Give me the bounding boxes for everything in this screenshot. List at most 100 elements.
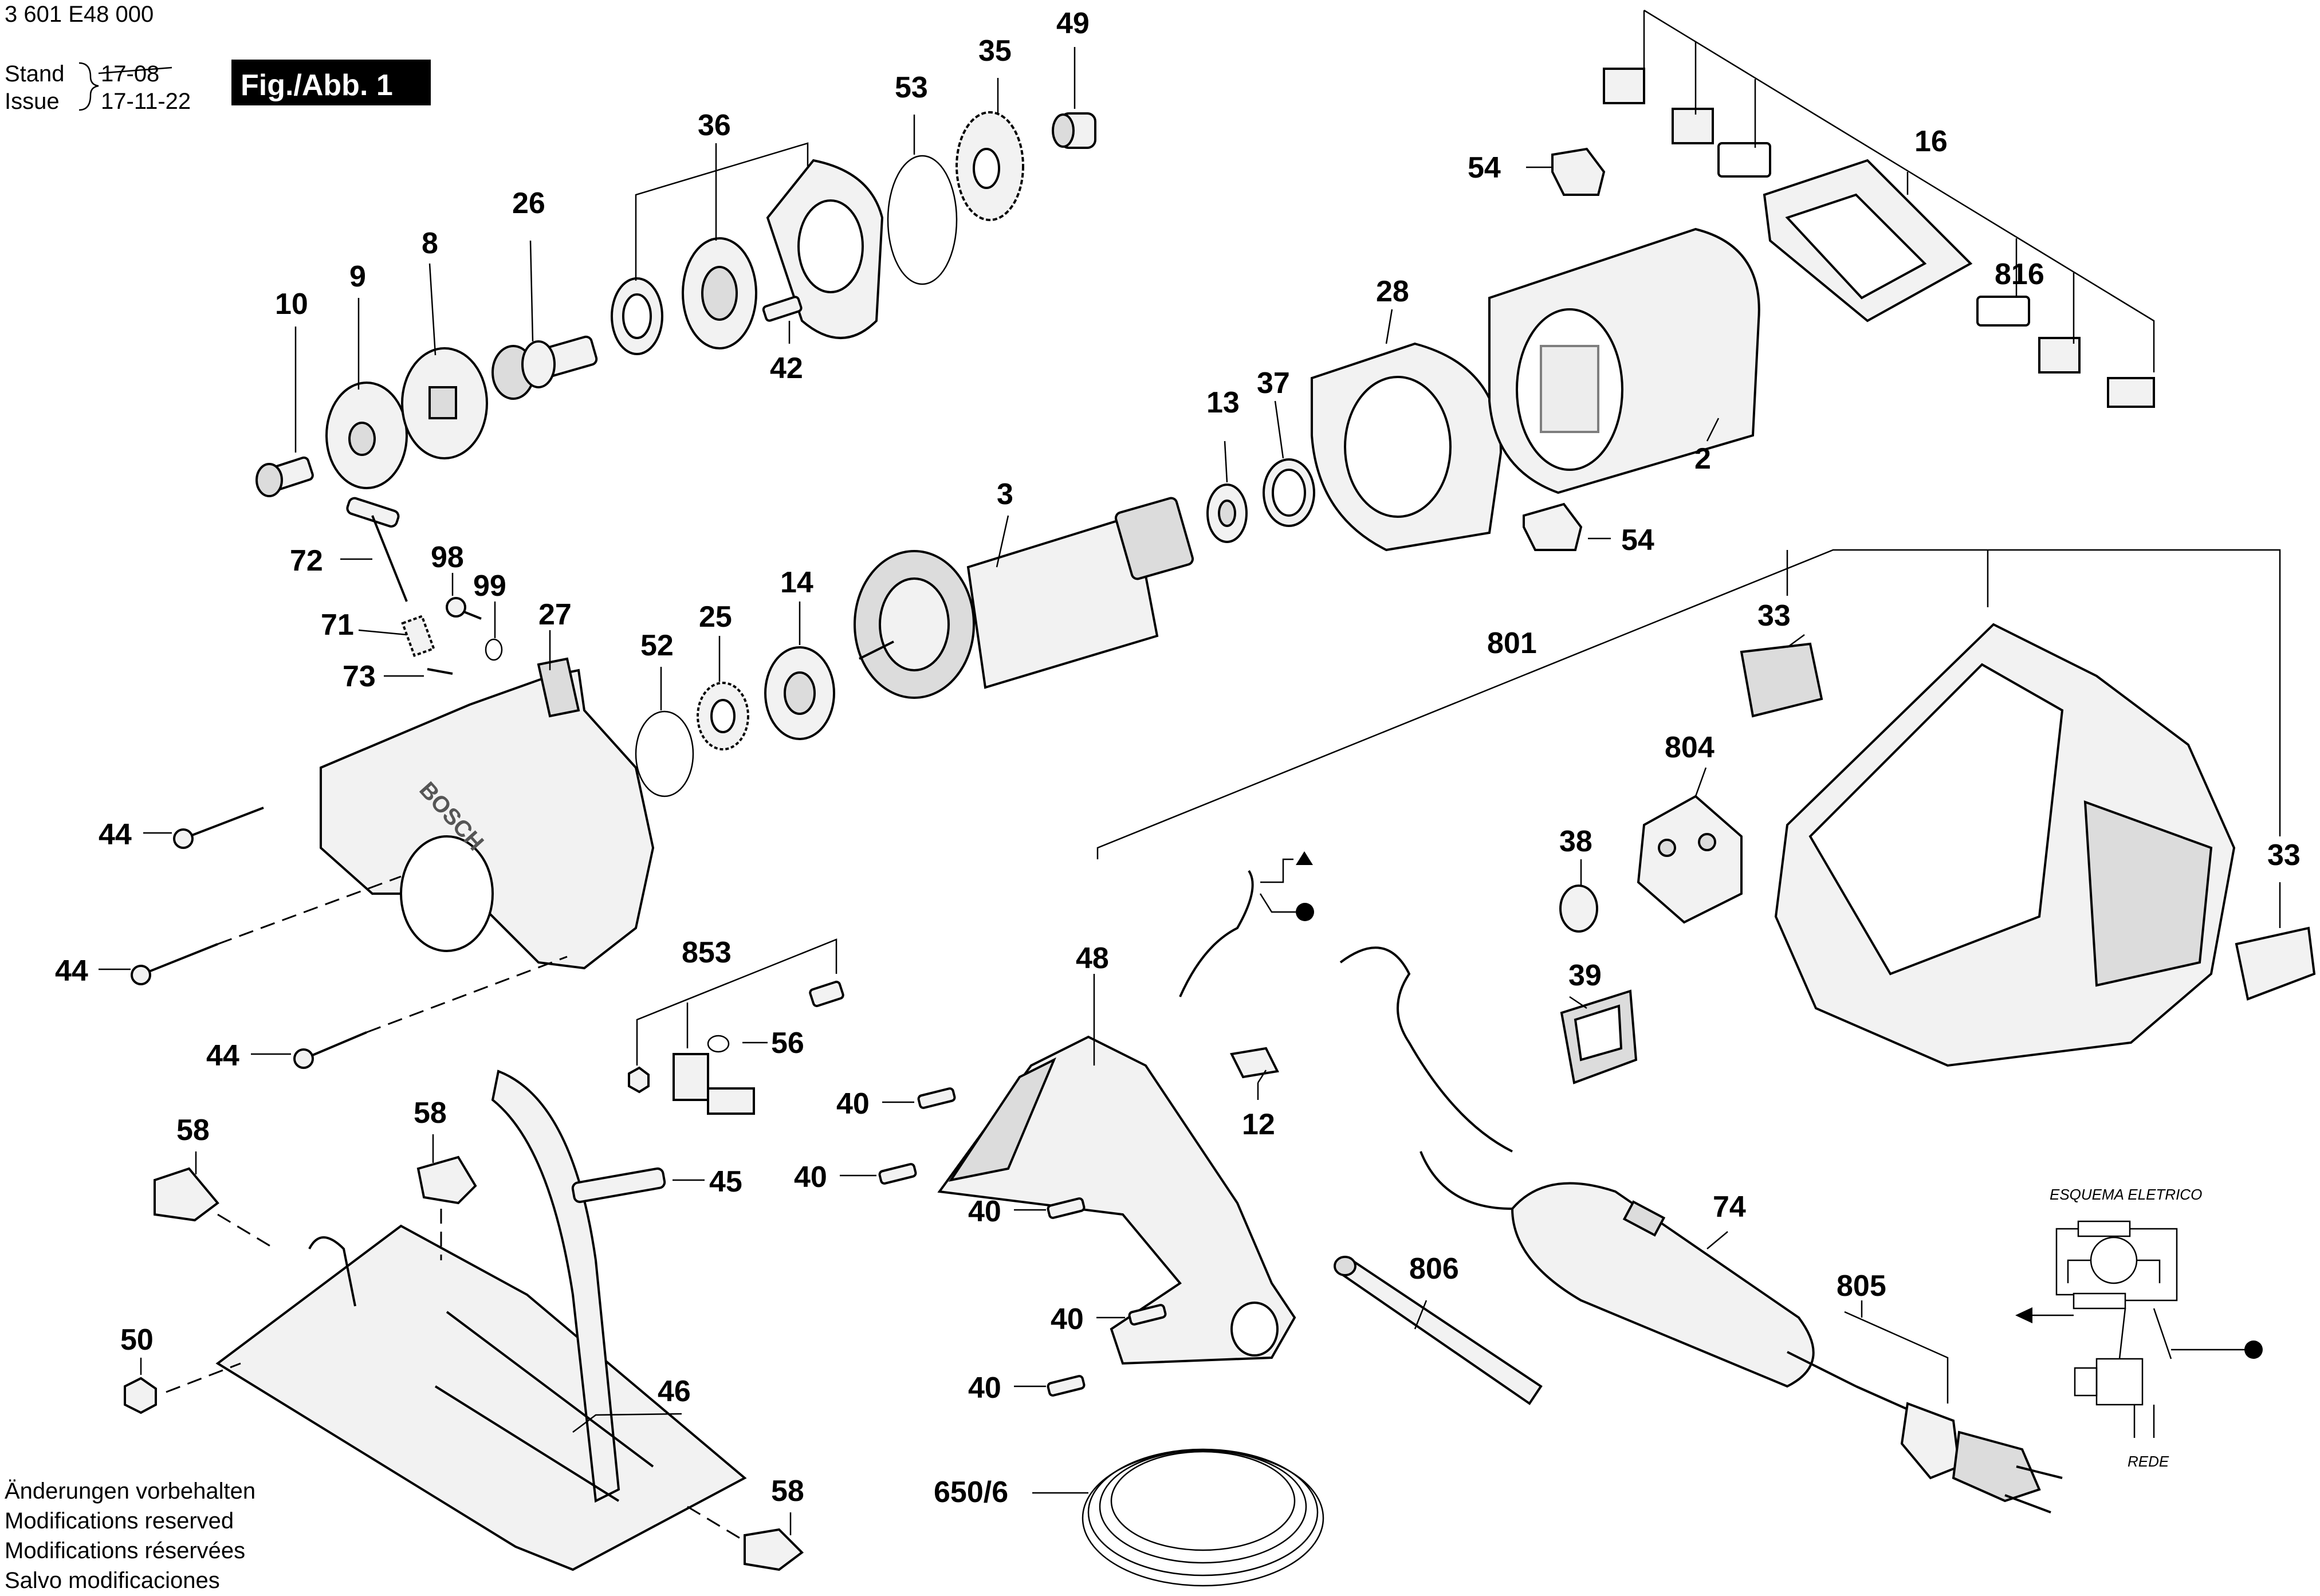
callout-13: 13 [1206, 386, 1240, 419]
part-26-spindle [491, 335, 598, 400]
part-40-screw-b [878, 1163, 917, 1185]
footer-notes: Änderungen vorbehalten Modifications res… [5, 1479, 255, 1593]
dot-marker-icon [1296, 903, 1314, 921]
part-42-screw [762, 296, 803, 322]
callout-853: 853 [682, 936, 732, 969]
callout-44-a: 44 [99, 818, 132, 851]
part-27-blade-guard-housing: BOSCH [320, 657, 655, 970]
figure-label: Fig./Abb. 1 [241, 69, 393, 102]
switch-part-c [1717, 142, 1771, 178]
part-805-mains-plug [1844, 1311, 2063, 1514]
callout-38: 38 [1559, 825, 1592, 858]
schematic-mains-label: REDE [2128, 1453, 2169, 1470]
part-36-bearing-set [611, 159, 884, 355]
callout-14: 14 [780, 566, 813, 599]
part-806-tube [1334, 1256, 1543, 1405]
callout-806: 806 [1409, 1252, 1459, 1286]
part-804-terminal-block [1637, 795, 1743, 924]
part-14-bearing [764, 646, 835, 740]
callout-9: 9 [349, 260, 366, 293]
callout-58-c: 58 [771, 1475, 804, 1508]
switch-part-b [1672, 108, 1714, 144]
part-73-clip [427, 668, 453, 675]
callout-46: 46 [658, 1375, 691, 1408]
part-33-cover-a [1740, 642, 1823, 718]
part-40-screw-c [1047, 1197, 1086, 1219]
part-853-adjuster [628, 938, 844, 1115]
part-54-brush-holder-top [1551, 147, 1606, 196]
part-50-nut [124, 1377, 157, 1414]
part-10-screw [255, 456, 314, 497]
part-25-needle-bearing [697, 682, 749, 750]
callout-33-a: 33 [1757, 599, 1791, 632]
callout-53: 53 [895, 71, 928, 104]
callout-3: 3 [997, 478, 1013, 511]
part-16-switch-assembly [1603, 68, 2155, 408]
callout-8: 8 [422, 227, 438, 260]
callout-816: 816 [1995, 258, 2044, 291]
callout-numbers: 10 9 8 26 36 42 53 35 49 54 54 16 816 28… [55, 7, 2301, 1509]
resistor-bottom [2073, 1292, 2126, 1310]
part-72-lock-pin [346, 497, 408, 602]
part-39-grommet [1560, 989, 1638, 1084]
switch-symbol [2095, 1358, 2144, 1406]
part-56-washer [707, 1035, 730, 1053]
part-9-flange [325, 382, 408, 489]
callout-49: 49 [1056, 7, 1090, 40]
switch-part-d [2038, 337, 2081, 374]
schematic-title: ESQUEMA ELETRICO [2050, 1186, 2202, 1203]
callout-27: 27 [538, 598, 572, 631]
callout-36: 36 [698, 109, 731, 142]
callout-71: 71 [321, 608, 354, 642]
callout-40-d: 40 [1051, 1303, 1084, 1336]
part-54-brush-holder-bottom [1523, 502, 1583, 551]
document-number: 3 601 E48 000 [5, 2, 154, 27]
leader-lines [99, 47, 2281, 1535]
resistor-top [2077, 1220, 2131, 1237]
callout-44-c: 44 [206, 1039, 239, 1072]
part-801-motor-housing [1774, 623, 2236, 1067]
motor-lead-wires [1339, 946, 1513, 1153]
note-fr: Modifications réservées [5, 1538, 245, 1563]
switch-part-a [1603, 68, 1645, 104]
callout-50: 50 [120, 1323, 154, 1357]
part-33-cover-b [2235, 926, 2316, 1001]
part-38-plug [1559, 885, 1598, 933]
part-46-base-plate [215, 1070, 747, 1571]
part-37-sleeve [1263, 458, 1315, 527]
stand-date: 17-08 [101, 61, 159, 87]
callout-28: 28 [1376, 275, 1409, 308]
callout-12: 12 [1242, 1108, 1275, 1141]
part-98-screw [446, 597, 482, 620]
ground-wire [1179, 851, 1314, 997]
part-45-bolt [571, 1167, 666, 1204]
callout-45: 45 [709, 1165, 742, 1198]
callout-10: 10 [275, 288, 308, 321]
callout-98: 98 [431, 541, 464, 574]
motor-symbol-icon [2090, 1236, 2138, 1284]
part-49-bearing [1052, 112, 1096, 149]
strike-through [98, 66, 172, 74]
callout-35: 35 [978, 34, 1012, 68]
stand-label: Stand [5, 61, 65, 87]
triangle-marker-icon [1296, 851, 1313, 865]
part-3-armature [854, 497, 1194, 699]
part-40-screw-d [1128, 1304, 1167, 1326]
part-13-bearing [1206, 483, 1248, 543]
part-2-field [1488, 227, 1760, 494]
callout-37: 37 [1257, 367, 1290, 400]
issue-date: 17-11-22 [101, 89, 191, 114]
issue-label: Issue [5, 89, 60, 114]
part-58-wing-screw-c [687, 1505, 804, 1571]
figure-label-box [231, 60, 431, 105]
triangle-marker-icon [2015, 1307, 2032, 1323]
callout-16: 16 [1914, 125, 1948, 158]
callout-805: 805 [1837, 1269, 1886, 1303]
callout-33-b: 33 [2267, 839, 2301, 872]
part-52-o-ring [635, 710, 694, 797]
part-816-block [1976, 296, 2030, 327]
callout-48: 48 [1076, 942, 1109, 975]
part-53-o-ring [887, 155, 958, 285]
wiring-schematic: ESQUEMA ELETRICO REDE [2015, 1186, 2263, 1470]
